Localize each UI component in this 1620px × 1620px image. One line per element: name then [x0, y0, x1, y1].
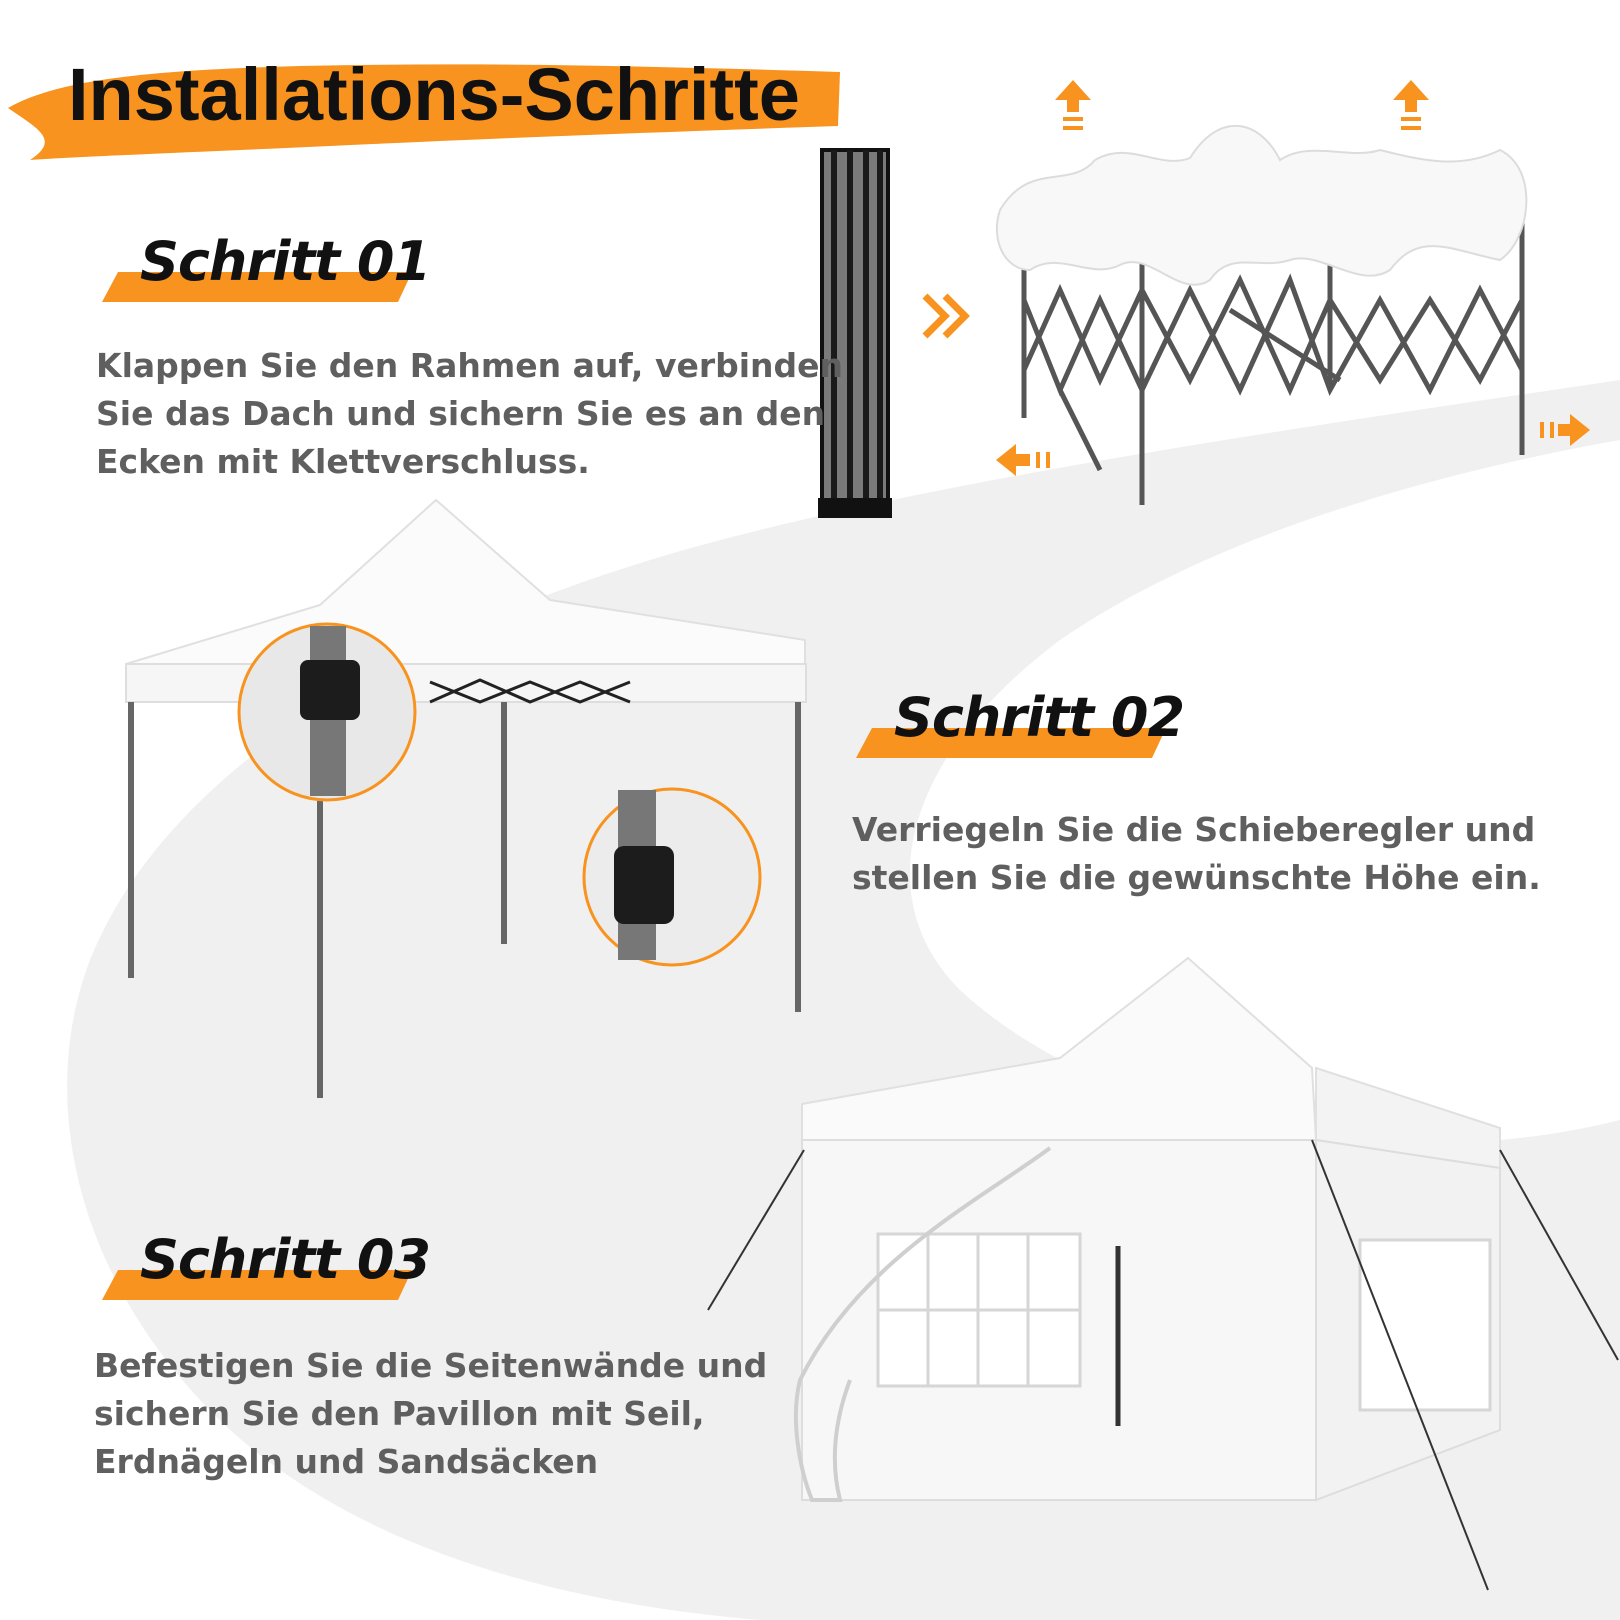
step-02-label: Schritt 02 [894, 686, 1185, 749]
step-03-banner [102, 1270, 412, 1300]
guy-ropes [707, 1139, 1619, 1591]
door-flap [793, 1146, 1052, 1502]
step-02-line: Verriegeln Sie die Schieberegler und [852, 810, 1536, 849]
step-03-label: Schritt 03 [140, 1228, 431, 1291]
step-01-text: Klappen Sie den Rahmen auf, verbinden Si… [96, 342, 843, 486]
title-brush-stroke [8, 64, 840, 160]
step-02-banner [856, 728, 1166, 758]
expand-arrow-left-icon [996, 444, 1050, 476]
page-title: Installations-Schritte [68, 53, 800, 136]
step-01-banner [102, 272, 412, 302]
double-chevron-right-icon [922, 293, 970, 339]
window-right [1358, 1238, 1492, 1412]
sidewall-tent-step-03 [707, 956, 1619, 1591]
step-02-line: stellen Sie die gewünschte Höhe ein. [852, 858, 1541, 897]
expanded-fabric [995, 125, 1528, 286]
step-01-line: Ecken mit Klettverschluss. [96, 442, 590, 481]
step-03-line: Befestigen Sie die Seitenwände und [94, 1346, 768, 1385]
step-03-line: Erdnägeln und Sandsäcken [94, 1442, 599, 1481]
step-01-line: Klappen Sie den Rahmen auf, verbinden [96, 346, 844, 385]
canopy-tent-step-02 [125, 498, 807, 1098]
step-03-text: Befestigen Sie die Seitenwände und siche… [94, 1342, 767, 1486]
expanded-frame [1021, 220, 1525, 505]
folded-frame [818, 148, 892, 518]
expand-arrow-up-icon [1055, 80, 1429, 130]
step-01-line: Sie das Dach und sichern Sie es an den [96, 394, 826, 433]
step-01-label: Schritt 01 [140, 230, 431, 293]
step-03-line: sichern Sie den Pavillon mit Seil, [94, 1394, 705, 1433]
step-02-text: Verriegeln Sie die Schieberegler und ste… [852, 806, 1541, 902]
expand-arrow-right-icon [1540, 414, 1590, 446]
